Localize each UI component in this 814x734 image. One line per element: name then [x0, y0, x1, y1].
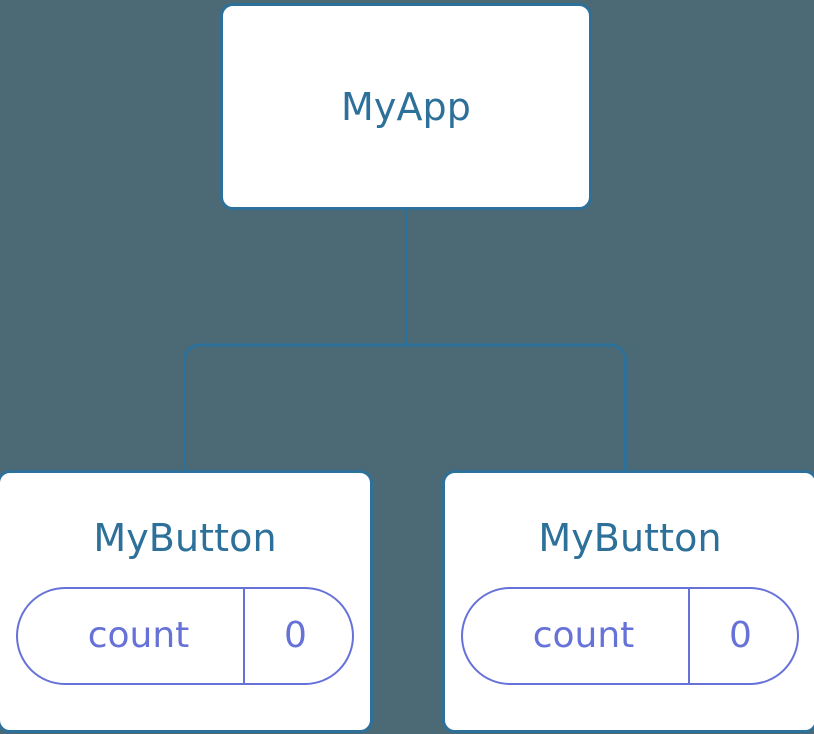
tree-node-mybutton-2[interactable]: MyButton count 0	[442, 470, 814, 733]
state-key: count	[532, 615, 635, 656]
state-key: count	[87, 615, 190, 656]
node-title: MyApp	[340, 84, 471, 129]
edge-to-child-left	[183, 343, 407, 472]
tree-node-myapp[interactable]: MyApp	[220, 3, 592, 210]
tree-node-mybutton-1[interactable]: MyButton count 0	[0, 470, 373, 733]
node-title: MyButton	[93, 516, 277, 560]
state-value: 0	[729, 615, 752, 656]
state-badge[interactable]: count 0	[461, 587, 799, 685]
node-title: MyButton	[538, 516, 722, 560]
state-badge[interactable]: count 0	[16, 587, 354, 685]
state-value: 0	[284, 615, 307, 656]
edge-to-child-right	[406, 343, 627, 472]
state-divider	[688, 589, 690, 683]
state-divider	[243, 589, 245, 683]
